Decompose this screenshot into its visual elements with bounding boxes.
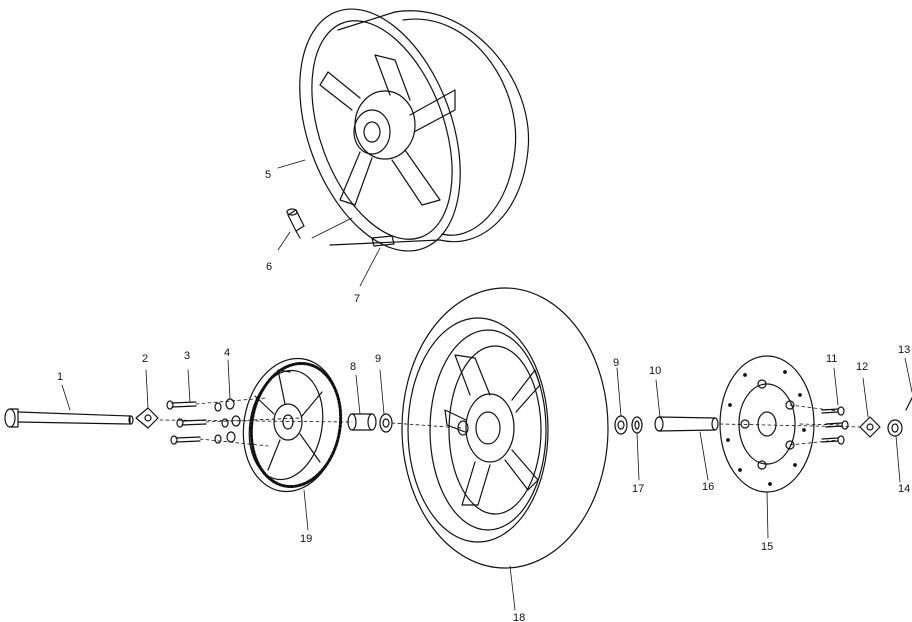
adjuster-plate-right-part [859, 416, 881, 438]
callout-12: 12 [856, 361, 868, 373]
sleeve-part [654, 416, 719, 432]
seal-part [631, 416, 643, 434]
callout-17: 17 [632, 483, 644, 495]
adjuster-plate-part [135, 407, 159, 429]
callout-18: 18 [513, 612, 525, 622]
callout-4: 4 [224, 347, 230, 359]
valve-stem-part [286, 208, 305, 239]
callout-9a: 9 [375, 353, 381, 365]
cotter-pin-part [905, 396, 912, 411]
bearing-left-part [379, 413, 393, 433]
callout-labels: 1 2 3 4 5 6 7 8 9 9 10 11 12 13 14 15 16… [57, 169, 910, 622]
callout-7: 7 [354, 293, 360, 305]
callout-5: 5 [265, 169, 271, 181]
rim-part [299, 8, 530, 252]
callout-3: 3 [184, 350, 190, 362]
callout-14: 14 [898, 483, 910, 495]
callout-8: 8 [350, 361, 356, 373]
callout-6: 6 [266, 261, 272, 273]
callout-13: 13 [898, 344, 910, 356]
callout-9b: 9 [613, 357, 619, 369]
callout-2: 2 [142, 353, 148, 365]
callout-11: 11 [826, 353, 837, 365]
callout-19: 19 [300, 533, 312, 545]
axle-part [4, 408, 134, 428]
sprocket-bolts [166, 400, 207, 445]
callout-15: 15 [761, 541, 773, 553]
sprocket-pulley-part [242, 357, 343, 493]
washers [214, 398, 241, 444]
callout-16: 16 [702, 481, 714, 493]
spacer-part [347, 413, 377, 431]
disc-bolts [821, 406, 849, 445]
callout-10: 10 [649, 365, 661, 377]
leader-lines [61, 159, 912, 611]
assembly-lines [159, 397, 861, 447]
bearing-right-part [614, 415, 628, 435]
axle-nut-part [887, 419, 903, 437]
tire-wheel-part [401, 287, 609, 569]
callout-1: 1 [57, 371, 63, 383]
